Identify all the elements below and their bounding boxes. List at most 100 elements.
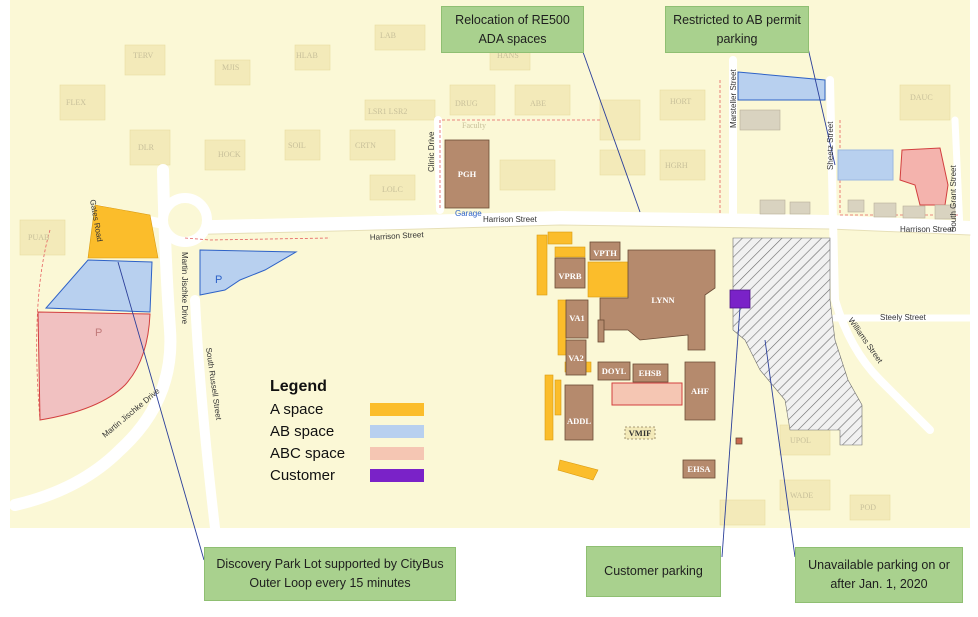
legend-item-abc-space: ABC space bbox=[270, 442, 424, 464]
label-vpth: VPTH bbox=[593, 248, 617, 258]
label-vprb: VPRB bbox=[558, 271, 581, 281]
legend-swatch-customer bbox=[370, 468, 424, 482]
label-hock: HOCK bbox=[218, 150, 241, 159]
callout-discovery-park: Discovery Park Lot supported by CityBus … bbox=[204, 547, 456, 601]
ab-space-marsteller-lot bbox=[737, 71, 826, 101]
label-dauc: DAUC bbox=[910, 93, 933, 102]
abc-space-ahf-lot bbox=[611, 382, 683, 406]
label-lynn: LYNN bbox=[651, 295, 675, 305]
label-drug: DRUG bbox=[455, 99, 478, 108]
label-lab: LAB bbox=[380, 31, 396, 40]
abc-space-discovery-lot bbox=[37, 311, 151, 421]
roads bbox=[9, 56, 977, 533]
callout-unavailable-text: Unavailable parking on or after Jan. 1, … bbox=[808, 558, 950, 591]
a-space-gates-lot bbox=[87, 204, 159, 259]
building-vmif bbox=[624, 426, 656, 440]
building-doyl bbox=[597, 361, 631, 381]
label-lolc: LOLC bbox=[382, 185, 403, 194]
legend-title: Legend bbox=[270, 378, 327, 395]
ab-space-discovery-lot bbox=[44, 259, 153, 313]
label-dlr: DLR bbox=[138, 143, 155, 152]
label-marsteller-street: Marsteller Street bbox=[729, 69, 738, 128]
label-crtn: CRTN bbox=[355, 141, 376, 150]
legend-label-customer: Customer bbox=[270, 466, 336, 484]
roundabout bbox=[158, 193, 212, 247]
building-ehsa bbox=[682, 459, 716, 479]
abc-space-grant-lot bbox=[899, 147, 949, 206]
callout-relocation-ada: Relocation of RE500 ADA spaces bbox=[441, 6, 584, 53]
callout-unavailable-parking: Unavailable parking on or after Jan. 1, … bbox=[795, 547, 963, 603]
callout-relocation-text: Relocation of RE500 ADA spaces bbox=[455, 12, 570, 46]
lot-p-blue-marker: P bbox=[215, 274, 222, 286]
label-ehsb: EHSB bbox=[639, 368, 662, 378]
legend-item-customer: Customer bbox=[270, 464, 424, 486]
label-ehsa: EHSA bbox=[687, 464, 711, 474]
building-pgh bbox=[444, 139, 490, 209]
label-hlab: HLAB bbox=[296, 51, 318, 60]
building-ahf bbox=[684, 361, 716, 421]
callout-discovery-text: Discovery Park Lot supported by CityBus … bbox=[216, 557, 444, 590]
legend-item-a-space: A space bbox=[270, 398, 424, 420]
label-upol: UPOL bbox=[790, 436, 811, 445]
ab-space-lots bbox=[44, 71, 894, 313]
label-abe: ABE bbox=[530, 99, 546, 108]
label-pgh: PGH bbox=[458, 169, 477, 179]
unavailable-area bbox=[732, 237, 863, 446]
label-mjis: MJIS bbox=[222, 63, 239, 72]
building-va2 bbox=[565, 339, 587, 376]
building-va1 bbox=[565, 299, 589, 339]
label-soil: SOIL bbox=[288, 141, 306, 150]
legend-label-a-space: A space bbox=[270, 400, 324, 418]
callout-customer-parking: Customer parking bbox=[586, 546, 721, 597]
label-terv: TERV bbox=[133, 51, 153, 60]
customer-parking-spot bbox=[729, 289, 751, 309]
label-addl: ADDL bbox=[567, 416, 591, 426]
label-lsr: LSR1 LSR2 bbox=[368, 107, 407, 116]
label-vmif: VMIF bbox=[629, 428, 652, 438]
background-buildings bbox=[19, 24, 951, 526]
buildings bbox=[444, 139, 743, 479]
label-hort: HORT bbox=[670, 97, 691, 106]
label-steely-street: Steely Street bbox=[880, 313, 927, 322]
lot-p-red-marker: P bbox=[95, 327, 102, 339]
label-hgrh: HGRH bbox=[665, 161, 688, 170]
label-ahf: AHF bbox=[691, 386, 709, 396]
legend-swatch-a-space bbox=[370, 402, 424, 416]
label-faculty: Faculty bbox=[462, 121, 486, 130]
callout-restricted-ab: Restricted to AB permit parking bbox=[665, 6, 809, 53]
label-garage: Garage bbox=[455, 209, 482, 218]
legend-swatch-abc-space bbox=[370, 446, 424, 460]
building-addl bbox=[564, 384, 594, 441]
label-pod: POD bbox=[860, 503, 876, 512]
map-legend: Legend A space AB space ABC space Custom… bbox=[270, 378, 424, 486]
callout-customer-text: Customer parking bbox=[604, 564, 703, 578]
callout-leaders bbox=[117, 47, 836, 561]
building-ehsb bbox=[632, 363, 669, 383]
label-puab: PUAB bbox=[28, 233, 49, 242]
building-lynn bbox=[599, 249, 716, 351]
label-va1: VA1 bbox=[569, 313, 584, 323]
legend-label-abc-space: ABC space bbox=[270, 444, 346, 462]
ab-space-russell-lot bbox=[199, 249, 298, 296]
label-sheetz-street: Sheetz Street bbox=[826, 121, 835, 170]
label-hans: HANS bbox=[497, 51, 519, 60]
label-harrison-street-west: Harrison Street bbox=[370, 230, 425, 242]
legend-swatch-ab-space bbox=[370, 424, 424, 438]
legend-label-ab-space: AB space bbox=[270, 422, 335, 440]
label-flex: FLEX bbox=[66, 98, 86, 107]
label-martin-jischke-drive-n: Martin Jischke Drive bbox=[180, 252, 189, 325]
abc-space-lots bbox=[37, 147, 949, 421]
label-south-grant-street: South Grant Street bbox=[949, 165, 958, 232]
a-space-west-strip bbox=[536, 234, 548, 296]
building-vpth bbox=[589, 241, 621, 261]
label-clinic-drive: Clinic Drive bbox=[427, 131, 436, 172]
label-harrison-street-east: Harrison Street bbox=[900, 225, 955, 234]
label-va2: VA2 bbox=[568, 353, 583, 363]
callout-restricted-text: Restricted to AB permit parking bbox=[673, 12, 801, 46]
label-harrison-street-mid: Harrison Street bbox=[483, 215, 538, 224]
building-vprb bbox=[554, 257, 586, 289]
small-buildings bbox=[739, 109, 956, 220]
legend-item-ab-space: AB space bbox=[270, 420, 424, 442]
label-doyl: DOYL bbox=[602, 366, 627, 376]
